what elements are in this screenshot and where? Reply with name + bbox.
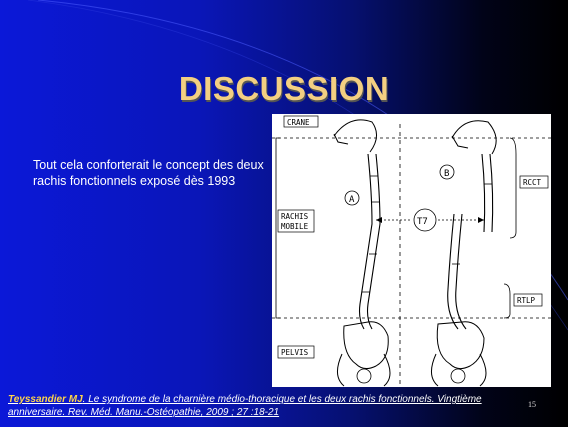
label-crane: CRANE [287, 118, 310, 127]
citation-author: Teyssandier MJ [8, 394, 83, 405]
label-rcct: RCCT [523, 178, 542, 187]
label-panel-a: A [349, 195, 355, 205]
label-t7: T7 [417, 217, 428, 227]
slide-title: DISCUSSION [0, 70, 568, 108]
spine-figure: CRANE RACHIS MOBILE PELVIS RCCT RTLP T7 … [272, 114, 551, 387]
slide-number: 15 [528, 400, 536, 409]
spine-diagram: CRANE RACHIS MOBILE PELVIS RCCT RTLP T7 … [272, 114, 551, 387]
label-pelvis: PELVIS [281, 348, 309, 357]
citation[interactable]: Teyssandier MJ. Le syndrome de la charni… [8, 393, 528, 419]
label-rtlp: RTLP [517, 296, 536, 305]
label-rachis: RACHIS [281, 212, 309, 221]
body-text: Tout cela conforterait le concept des de… [33, 158, 268, 189]
label-mobile: MOBILE [281, 222, 309, 231]
label-panel-b: B [444, 169, 449, 179]
